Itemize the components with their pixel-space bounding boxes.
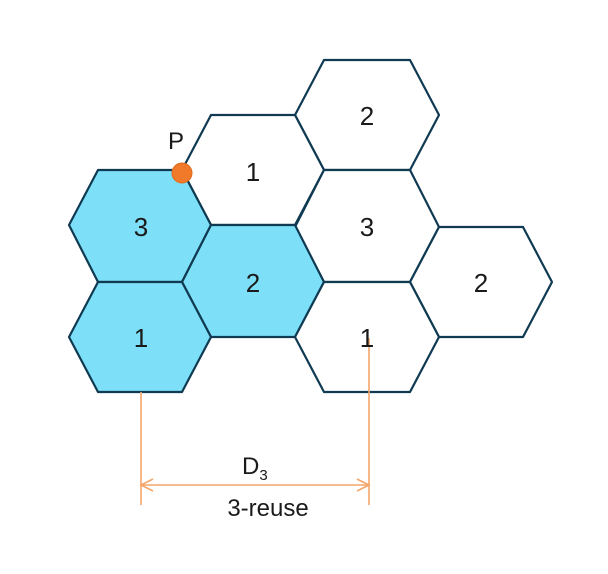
distance-label-subscript: 3 [259, 467, 267, 484]
cell-label: 3 [360, 212, 374, 242]
arrowhead-right [356, 478, 371, 492]
hex-cell [293, 280, 441, 394]
point-p-label: P [168, 128, 184, 155]
cell-label: 2 [360, 101, 374, 131]
hex-cell [67, 280, 213, 394]
cell-label: 1 [360, 323, 374, 353]
cell-labels: 2 1 3 3 2 2 1 1 [134, 101, 488, 353]
distance-label: D3 [242, 453, 268, 484]
cell-label: 1 [246, 157, 260, 187]
reuse-label: 3-reuse [227, 495, 308, 522]
cell-label: 1 [134, 323, 148, 353]
distance-label-main: D [242, 453, 259, 480]
point-p: P [168, 128, 193, 184]
point-p-marker [171, 162, 193, 184]
arrowhead-left [139, 478, 154, 492]
cell-label: 3 [134, 212, 148, 242]
reuse-distance-dimension [139, 338, 371, 505]
cell-label: 2 [246, 268, 260, 298]
cell-label: 2 [474, 268, 488, 298]
